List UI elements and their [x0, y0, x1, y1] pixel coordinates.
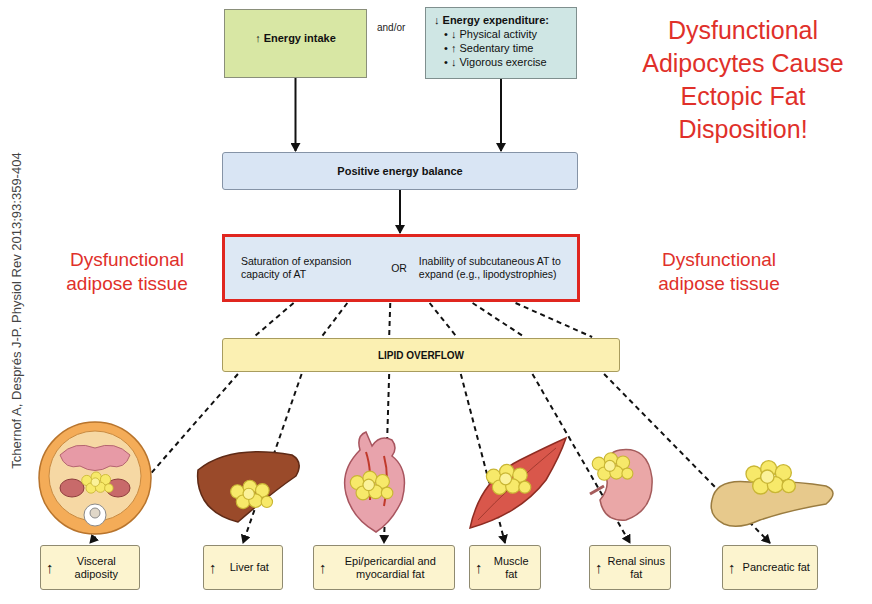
- kidney: [590, 450, 652, 521]
- connector: [501, 79, 502, 151]
- connector: [295, 78, 296, 151]
- increase-arrow: ↑: [319, 561, 327, 574]
- increase-arrow: ↑: [209, 561, 217, 574]
- outcome-box: ↑ Liver fat: [203, 545, 283, 590]
- liver: [198, 452, 300, 522]
- list-item: • ↑ Sedentary time: [434, 41, 568, 55]
- connector: [254, 303, 592, 337]
- box-text: LIPID OVERFLOW: [378, 350, 464, 361]
- input-box: ↓ Energy expenditure:• ↓ Physical activi…: [425, 7, 577, 79]
- increase-arrow: ↑: [595, 561, 603, 574]
- input-box: ↑ Energy intake: [224, 9, 367, 78]
- box-text: Muscle fat: [488, 555, 536, 581]
- box-text: Inability of subcutaneous AT to expand (…: [419, 255, 567, 281]
- abdomen-cross-section: [39, 422, 151, 534]
- box-text: Pancreatic fat: [741, 561, 813, 574]
- outcome-box: ↑ Epi/pericardial and myocardial fat: [313, 545, 455, 590]
- highlight-box: Saturation of expansion capacity of ATOR…: [222, 234, 580, 302]
- or-word: OR: [379, 262, 419, 275]
- side-note: Dysfunctional adipose tissue: [636, 248, 802, 296]
- pancreas: [711, 461, 833, 527]
- outcome-box: ↑ Renal sinus fat: [589, 545, 671, 590]
- list-item: • ↓ Vigorous exercise: [434, 55, 568, 69]
- box-text: ↑ Energy intake: [255, 32, 336, 44]
- box-text: Epi/pericardial and myocardial fat: [332, 555, 450, 581]
- increase-arrow: ↑: [475, 561, 483, 574]
- box-text: Visceral adiposity: [59, 555, 135, 581]
- outcome-box: ↑ Pancreatic fat: [722, 545, 818, 590]
- box-text: Saturation of expansion capacity of AT: [241, 255, 379, 281]
- box-heading: ↓ Energy expenditure:: [434, 13, 568, 27]
- list-item: • ↓ Physical activity: [434, 27, 568, 41]
- box-text: Renal sinus fat: [608, 555, 666, 581]
- process-box: Positive energy balance: [222, 152, 578, 190]
- citation: Tchernof A, Després J-P. Physiol Rev 201…: [9, 76, 24, 546]
- process-box: LIPID OVERFLOW: [222, 338, 620, 372]
- box-text: Positive energy balance: [337, 165, 462, 177]
- side-note: Dysfunctional adipose tissue: [44, 248, 210, 296]
- connector-note: and/or: [377, 22, 417, 33]
- connector: [400, 190, 401, 233]
- heart: [345, 432, 405, 532]
- headline: Dysfunctional Adipocytes Cause Ectopic F…: [626, 14, 860, 146]
- outcome-box: ↑ Muscle fat: [469, 545, 541, 590]
- box-text: Liver fat: [222, 561, 278, 574]
- increase-arrow: ↑: [728, 561, 736, 574]
- increase-arrow: ↑: [46, 561, 54, 574]
- muscle: [470, 438, 566, 528]
- outcome-box: ↑ Visceral adiposity: [40, 545, 140, 590]
